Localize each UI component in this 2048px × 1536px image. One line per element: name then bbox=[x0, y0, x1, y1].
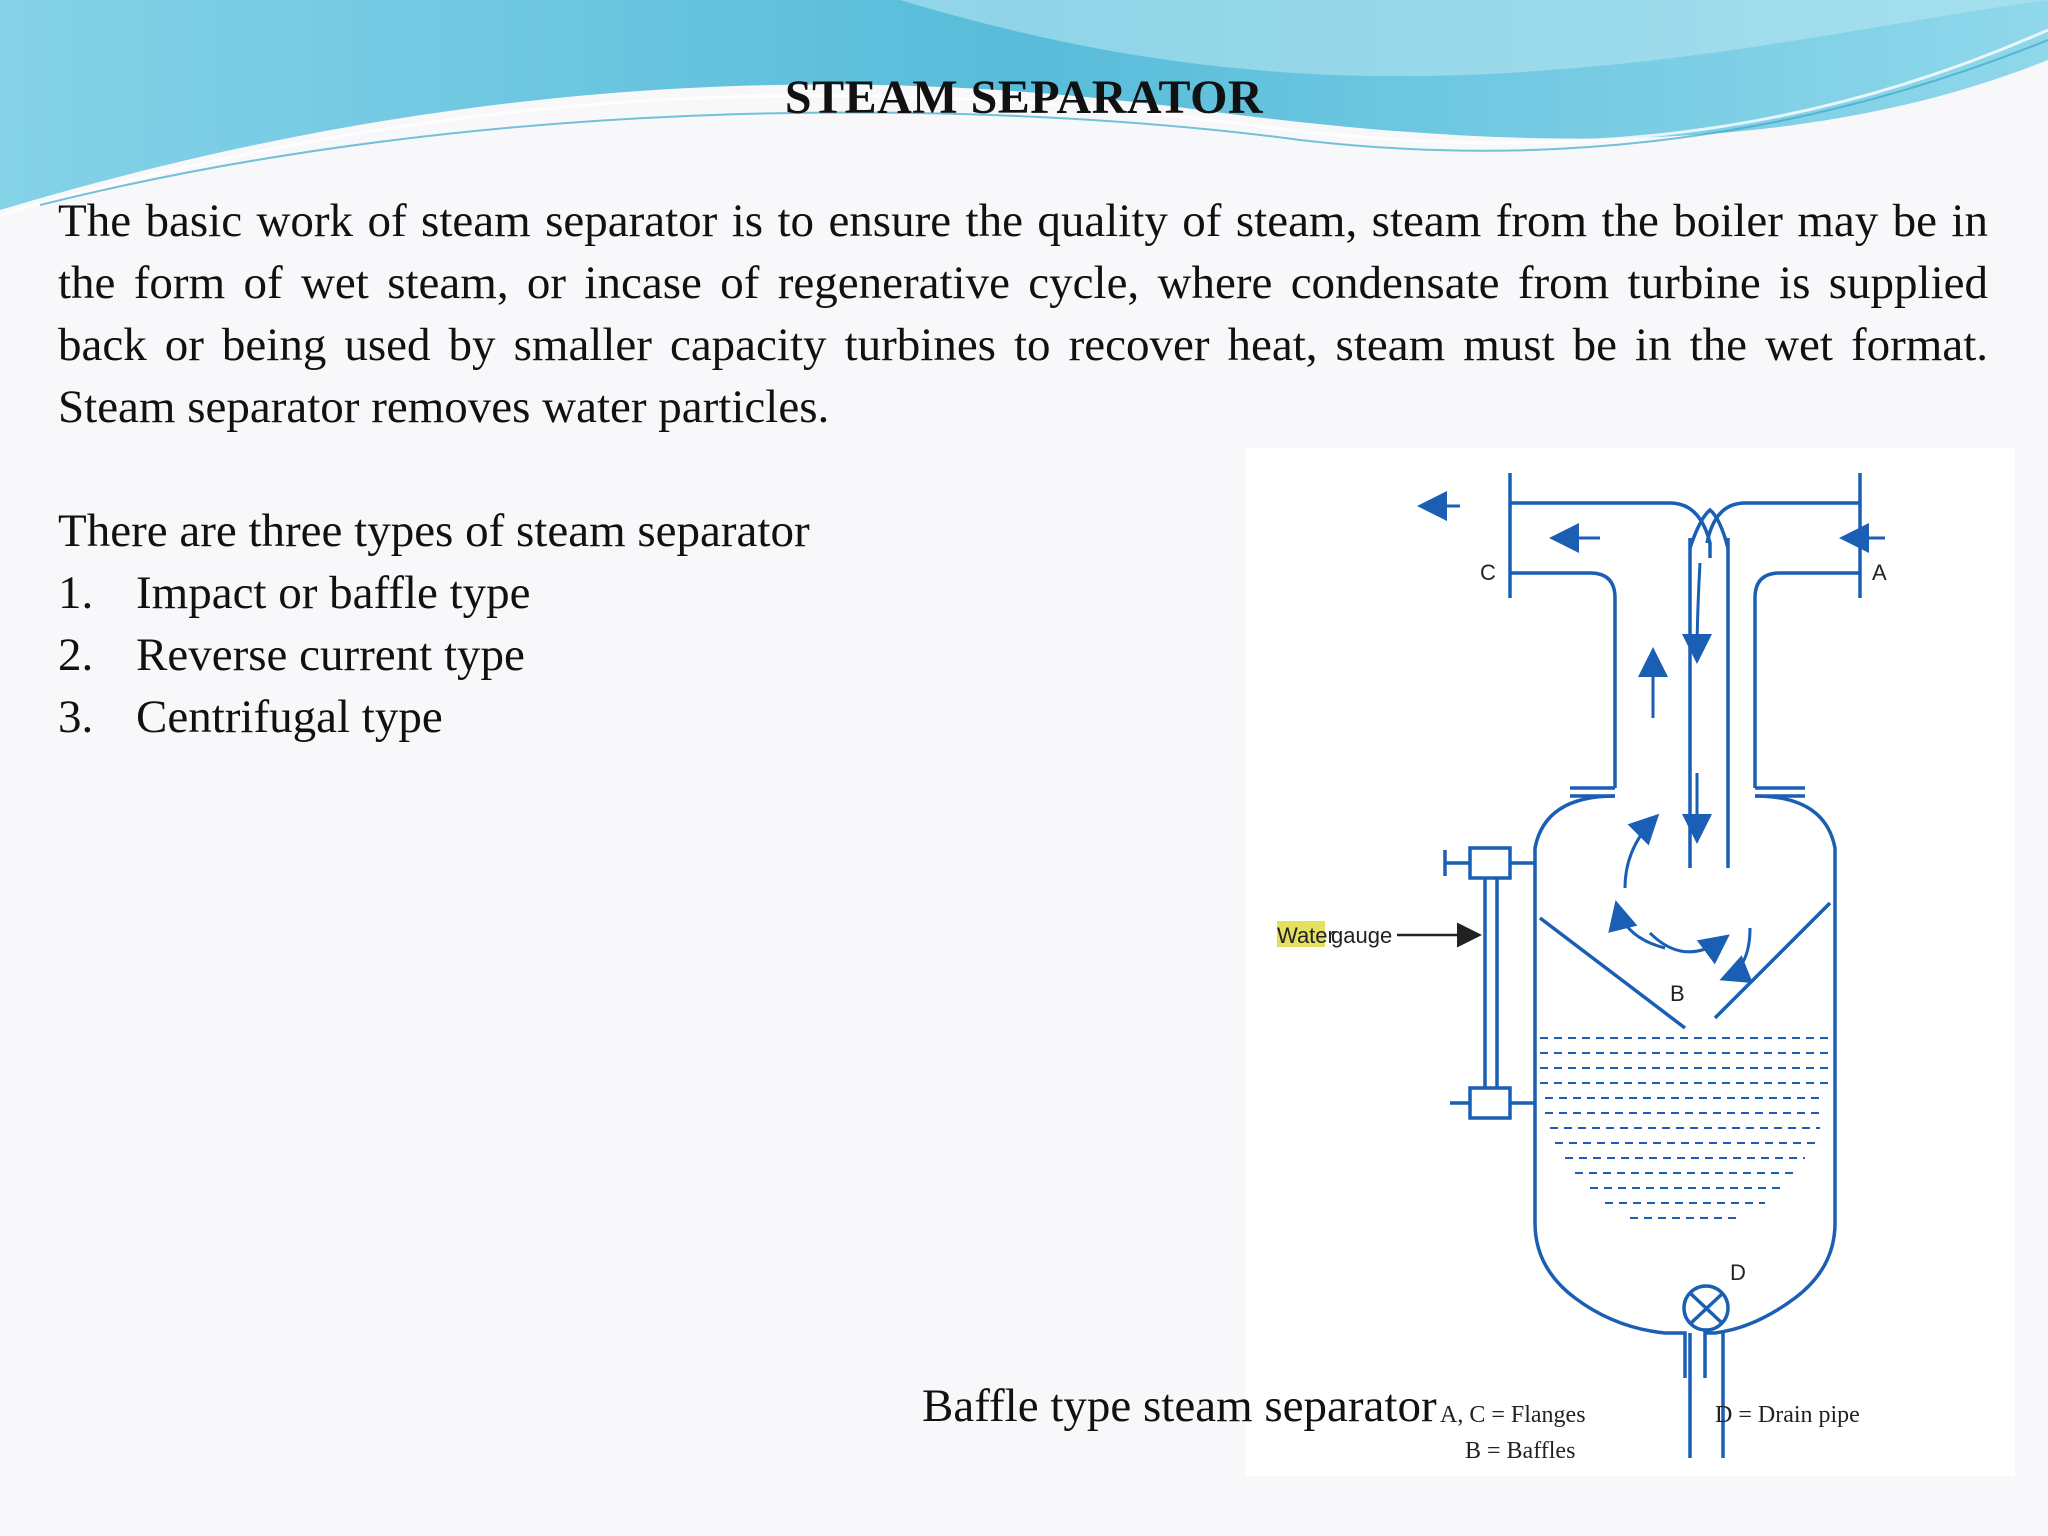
label-a: A bbox=[1872, 560, 1887, 585]
list-item: 3.Centrifugal type bbox=[58, 691, 443, 743]
label-d: D bbox=[1730, 1260, 1746, 1285]
legend-drain-pipe: D = Drain pipe bbox=[1715, 1402, 1860, 1428]
separator-vessel bbox=[1443, 473, 1862, 1458]
legend-flanges: A, C = Flanges bbox=[1440, 1402, 1586, 1428]
header-wave-decoration bbox=[0, 0, 2048, 217]
list-item: 1.Impact or baffle type bbox=[58, 567, 531, 619]
water-gauge-label: Water bbox=[1277, 923, 1335, 948]
slide-title: STEAM SEPARATOR bbox=[784, 71, 1264, 124]
separator-diagram: Water gauge C A B D A, C = Flanges B = B… bbox=[1245, 448, 2015, 1476]
water-level bbox=[1540, 1037, 1830, 1219]
list-item: 2.Reverse current type bbox=[58, 629, 525, 681]
diagram-caption: Baffle type steam separator bbox=[922, 1380, 1437, 1432]
water-gauge bbox=[1443, 846, 1535, 1120]
svg-text:gauge: gauge bbox=[1331, 923, 1392, 948]
types-heading: There are three types of steam separator bbox=[58, 505, 810, 557]
intro-paragraph: The basic work of steam separator is to … bbox=[58, 195, 1988, 433]
types-list: 1.Impact or baffle type 2.Reverse curren… bbox=[58, 562, 531, 748]
legend-baffles: B = Baffles bbox=[1465, 1438, 1575, 1464]
label-c: C bbox=[1480, 560, 1496, 585]
label-b: B bbox=[1670, 981, 1685, 1006]
